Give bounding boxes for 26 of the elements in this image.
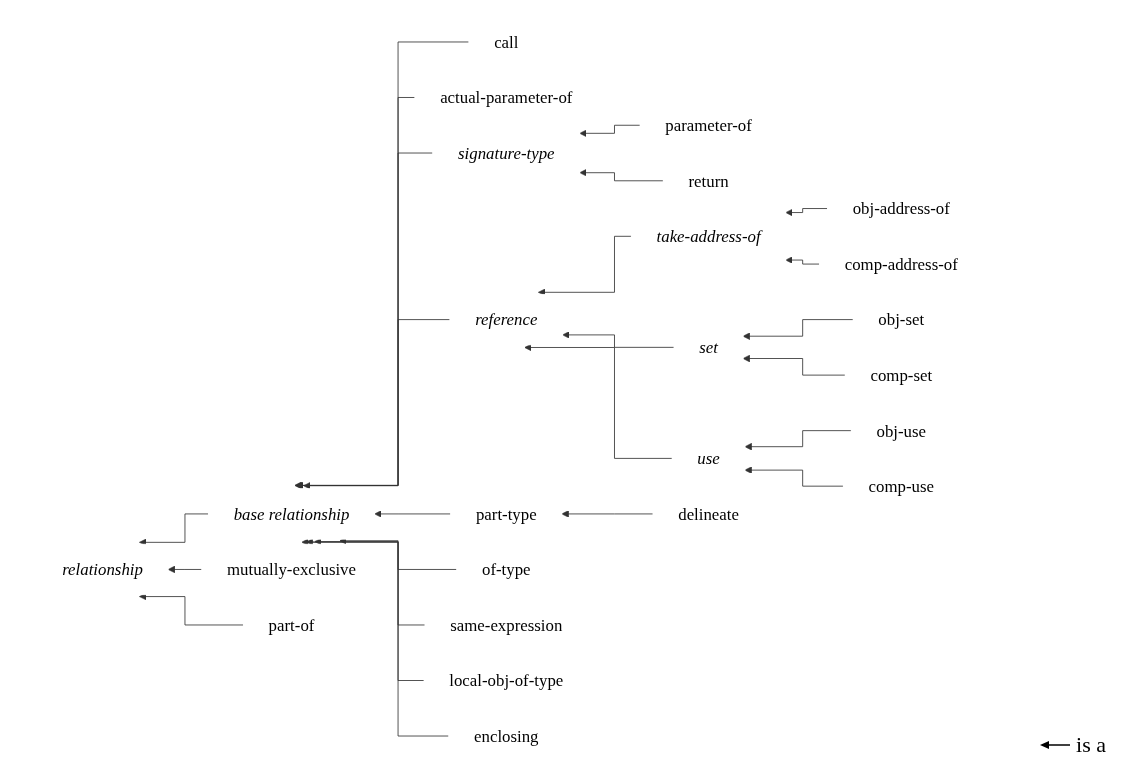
node-text: mutually-exclusive bbox=[227, 560, 356, 579]
node-text: comp-set bbox=[870, 365, 933, 385]
node-text: set bbox=[699, 338, 718, 357]
node-text: call bbox=[494, 32, 519, 52]
legend-label: is a bbox=[1076, 732, 1106, 758]
node-text: obj-set bbox=[878, 310, 925, 329]
node-text: take-address-of bbox=[656, 227, 761, 246]
node-text: of-type bbox=[481, 560, 531, 579]
node-text: same-expression bbox=[450, 615, 563, 635]
node-text: delineate bbox=[678, 504, 739, 524]
node-text: reference bbox=[475, 310, 538, 329]
node-text: part-of bbox=[268, 615, 315, 635]
node-text: enclosing bbox=[474, 726, 539, 746]
node-text: base relationship bbox=[233, 504, 350, 524]
node-text: use bbox=[697, 449, 720, 468]
node-text: actual-parameter-of bbox=[440, 88, 573, 107]
node-text: part-type bbox=[475, 504, 537, 524]
node-text: comp-use bbox=[868, 476, 934, 496]
node-text: obj-address-of bbox=[852, 199, 950, 218]
node-text: obj-use bbox=[876, 421, 927, 440]
node-text: parameter-of bbox=[665, 116, 752, 135]
node-text: relationship bbox=[62, 560, 143, 579]
node-text: return bbox=[688, 171, 729, 191]
node-text: comp-address-of bbox=[844, 254, 958, 274]
node-text: signature-type bbox=[457, 143, 555, 163]
node-text: local-obj-of-type bbox=[449, 671, 564, 690]
